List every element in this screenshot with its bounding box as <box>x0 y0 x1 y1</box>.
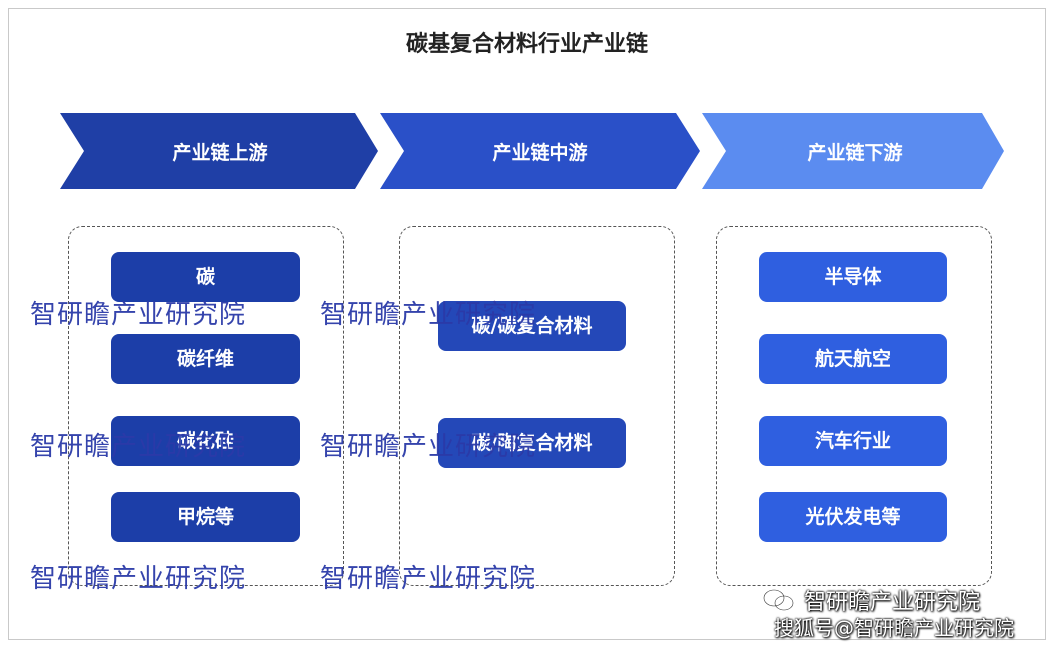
stage-arrow-downstream <box>702 113 1004 189</box>
downstream-item-aerospace: 航天航空 <box>759 334 947 384</box>
footer-source: 搜狐号@智研瞻产业研究院 <box>774 616 1014 640</box>
midstream-group <box>399 226 675 586</box>
stage-label-downstream: 产业链下游 <box>807 142 903 164</box>
downstream-item-photovoltaic: 光伏发电等 <box>759 492 947 542</box>
upstream-group <box>68 226 344 586</box>
upstream-item-methane: 甲烷等 <box>111 492 300 542</box>
stage-arrow-midstream <box>380 113 700 189</box>
downstream-item-semiconductor: 半导体 <box>759 252 947 302</box>
midstream-item-cc-composite: 碳/碳复合材料 <box>438 301 626 351</box>
midstream-item-ceramic-composite: 碳/陶复合材料 <box>438 418 626 468</box>
diagram-title: 碳基复合材料行业产业链 <box>405 32 648 57</box>
upstream-item-carbon-fiber: 碳纤维 <box>111 334 300 384</box>
upstream-item-silicon-carbide: 碳化硅 <box>111 416 300 466</box>
downstream-item-automotive: 汽车行业 <box>759 416 947 466</box>
downstream-group <box>716 226 992 586</box>
wechat-icon <box>763 589 794 611</box>
stage-label-midstream: 产业链中游 <box>492 142 588 164</box>
upstream-item-carbon: 碳 <box>111 252 300 302</box>
footer-brand: 智研瞻产业研究院 <box>804 590 981 615</box>
stage-label-upstream: 产业链上游 <box>172 142 268 164</box>
stage-arrow-upstream <box>60 113 378 189</box>
